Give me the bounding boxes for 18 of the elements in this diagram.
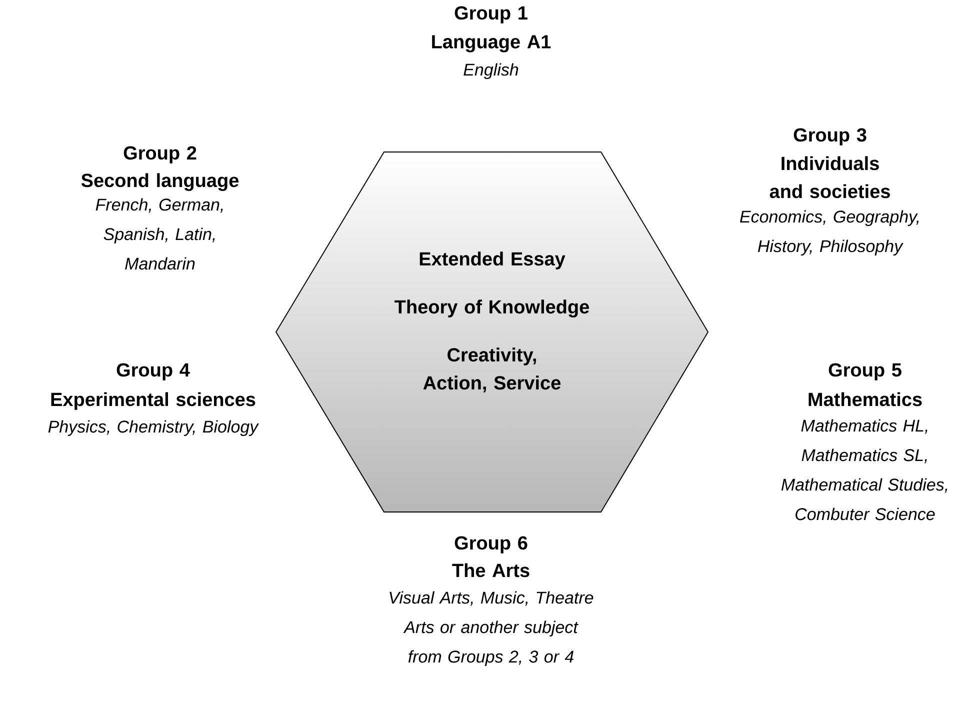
group-number: Group 4 [116,363,190,380]
group-heading: Second language [81,173,239,191]
group-heading: The Arts [452,563,530,578]
group-number: Group 1 [454,6,528,24]
group-heading: Mathematics [808,392,922,406]
subject-list: French, German, Spanish, Latin, Mandarin [96,198,223,270]
subject-list: Mathematics HL, Mathematics SL, Mathematical Studies, Combuter Science [781,419,948,520]
group-number: Group 3 [794,128,866,146]
group-heading: Individuals and societies [770,156,890,198]
group-number: Group 6 [454,536,528,554]
subject-list: Physics, Chemistry, Biology [48,420,260,436]
group-heading: Experimental sciences [51,392,256,410]
group-heading: Language A1 [432,35,551,52]
subject-list: Visual Arts, Music, Theatre Arts or another subject from Groups 2, 3 or 4 [390,591,594,666]
group-number: Group 2 [124,146,196,164]
subject-list: Economics, Geography, History, Philosophy [740,210,919,256]
subject-list: English [464,63,518,80]
group-number: Group 5 [828,363,902,380]
